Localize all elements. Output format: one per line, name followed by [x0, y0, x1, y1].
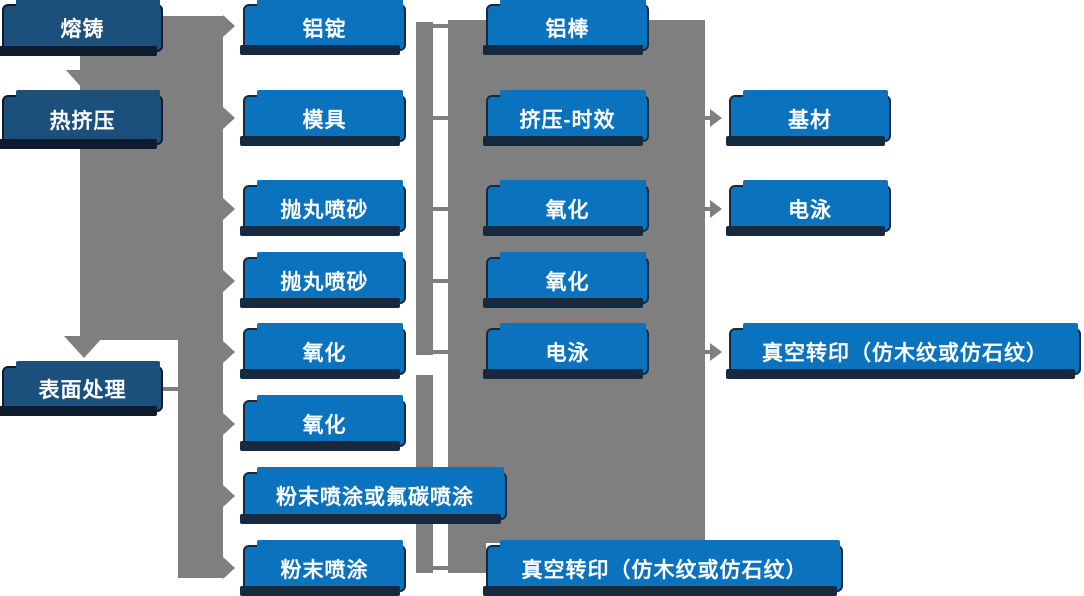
node-vacuum-transfer-print-right: 真空转印（仿木纹或仿石纹）: [726, 323, 1081, 379]
connector-left-trunk-lower-bar: [178, 340, 223, 578]
node-die: 模具: [240, 90, 406, 146]
arrow-to-powder-fluorocarbon: [223, 485, 235, 507]
arrow-to-vacuum-print: [710, 343, 722, 361]
arrow-to-base-material: [710, 109, 722, 127]
arrow-tail-to-vacuum-print: [703, 350, 712, 354]
node-extrusion-aging: 挤压-时效: [483, 90, 649, 146]
tick-row5: [433, 350, 448, 354]
node-vacuum-transfer-print-bottom: 真空转印（仿木纹或仿石纹）: [483, 540, 843, 596]
arrow-to-surface-treatment: [64, 336, 104, 358]
tick-surface-treatment: [163, 387, 178, 391]
node-aluminum-rod: 铝棒: [483, 0, 649, 55]
arrow-tail-to-base-material: [703, 116, 712, 120]
node-powder-coating: 粉末喷涂: [240, 540, 406, 596]
arrow-to-powder-coating: [223, 557, 235, 579]
arrow-to-shot-blast-1: [223, 198, 235, 220]
arrow-to-aluminum-ingot: [223, 15, 235, 37]
connector-panel-bottom-stub: [448, 543, 486, 573]
tick-row2: [433, 116, 448, 120]
node-oxidation-2: 氧化: [240, 395, 406, 451]
arrow-to-shot-blast-2: [223, 270, 235, 292]
tick-row4: [433, 279, 448, 283]
connector-mid-bar-upper: [416, 22, 433, 355]
node-electrophoresis-1: 电泳: [483, 323, 649, 379]
tick-bottom-link: [433, 566, 448, 570]
node-oxidation-1: 氧化: [240, 323, 406, 379]
tick-row3: [433, 207, 448, 211]
node-powder-or-fluorocarbon-coating: 粉末喷涂或氟碳喷涂: [240, 467, 507, 524]
tick-row1: [433, 24, 448, 28]
node-shot-blast-sand-1: 抛丸喷砂: [240, 180, 406, 236]
node-hot-extrusion: 热挤压: [0, 90, 163, 149]
arrow-to-oxidation-1: [223, 341, 235, 363]
node-shot-blast-sand-2: 抛丸喷砂: [240, 252, 406, 308]
arrow-to-oxidation-2: [223, 413, 235, 435]
node-aluminum-ingot: 铝锭: [240, 0, 406, 55]
arrow-to-die: [223, 107, 235, 129]
node-melting-casting: 熔铸: [0, 0, 163, 56]
arrow-tail-to-electrophoresis: [703, 207, 712, 211]
node-oxidation-3: 氧化: [483, 180, 649, 236]
node-oxidation-4: 氧化: [483, 252, 649, 308]
arrow-to-electrophoresis: [710, 200, 722, 218]
node-base-material: 基材: [726, 90, 891, 146]
node-surface-treatment: 表面处理: [0, 361, 163, 416]
connector-left-trunk-block: [80, 16, 223, 340]
arrow-melting-to-extrusion: [66, 70, 98, 88]
node-electrophoresis-2: 电泳: [726, 180, 891, 236]
